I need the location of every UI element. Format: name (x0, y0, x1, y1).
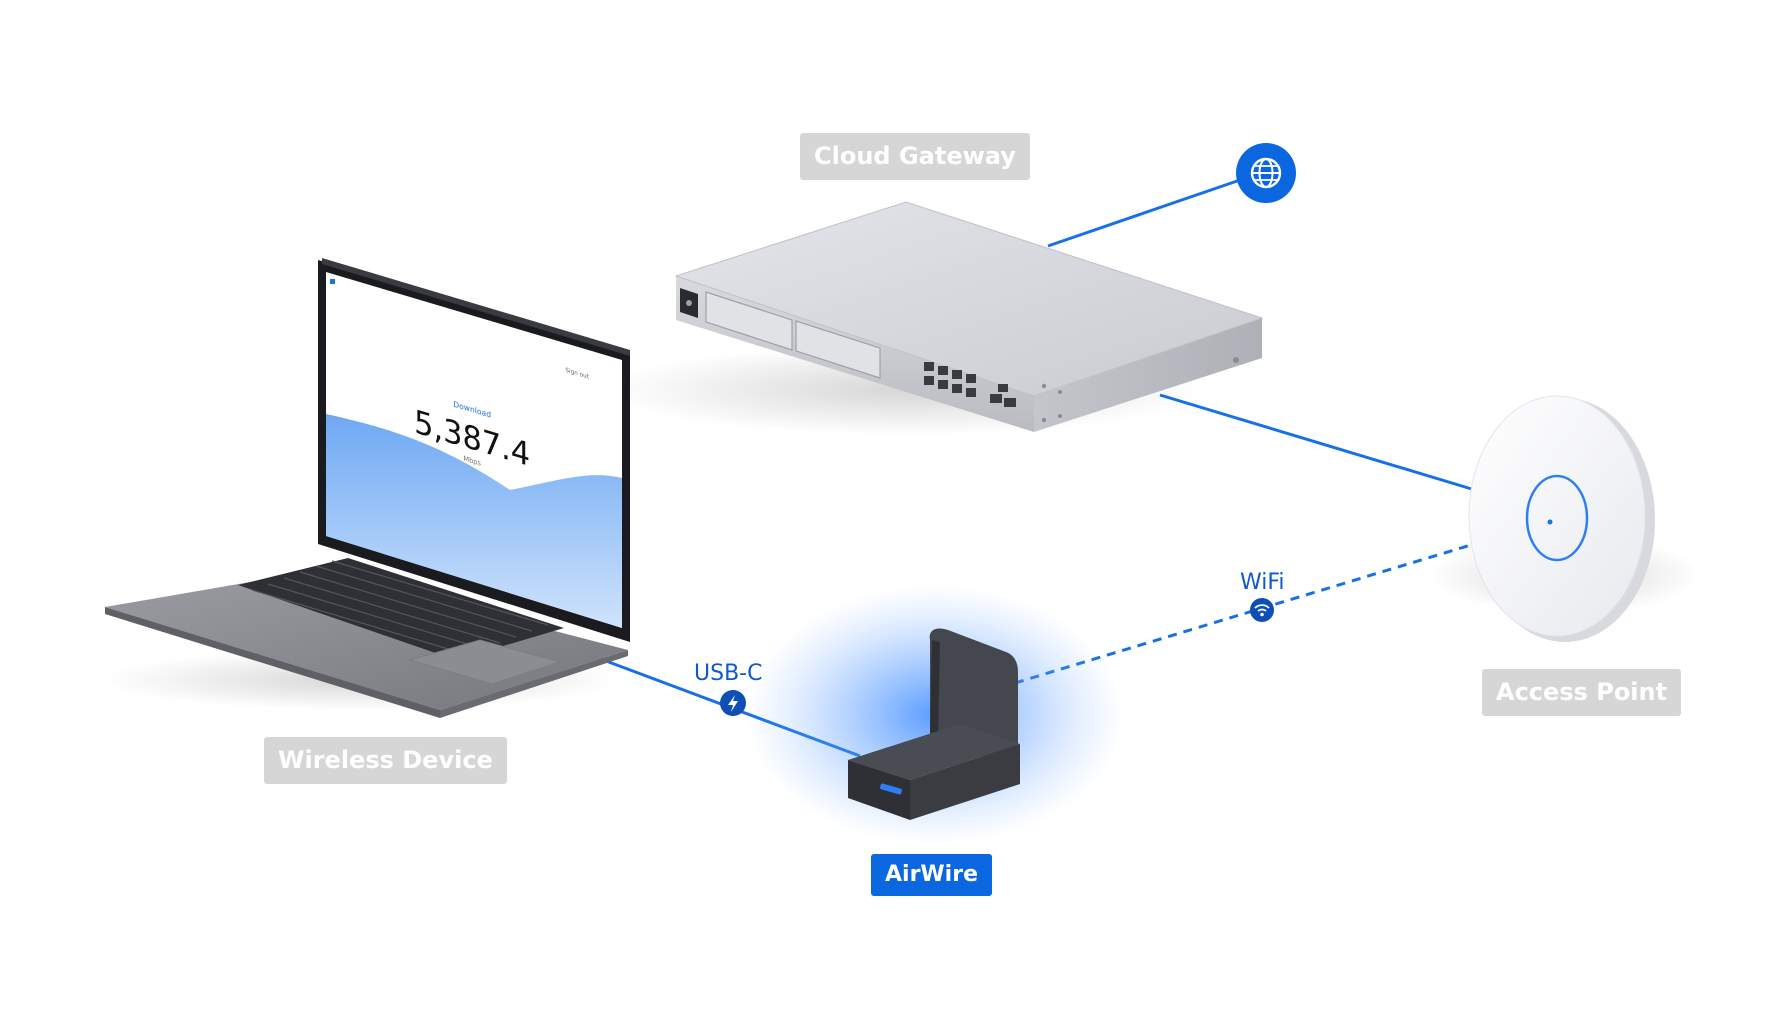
access-point-label: Access Point (1482, 669, 1682, 716)
gateway-access-point-link (1159, 393, 1476, 492)
globe-icon (1236, 143, 1296, 203)
wireless-device-label: Wireless Device (264, 737, 507, 784)
wifi-link (1014, 519, 1551, 685)
airwire-label: AirWire (871, 854, 992, 896)
gateway-internet-link (1047, 178, 1241, 248)
usb-c-link-label: USB-C (694, 661, 763, 686)
lightning-icon (720, 690, 746, 716)
access-point-device (1430, 395, 1700, 642)
cloud-gateway-label: Cloud Gateway (800, 133, 1030, 180)
cloud-gateway-device (605, 201, 1264, 435)
wifi-link-label: WiFi (1240, 570, 1285, 595)
wireless-device-laptop (100, 258, 630, 718)
wifi-icon (1250, 598, 1274, 622)
airwire-device (745, 585, 1125, 845)
